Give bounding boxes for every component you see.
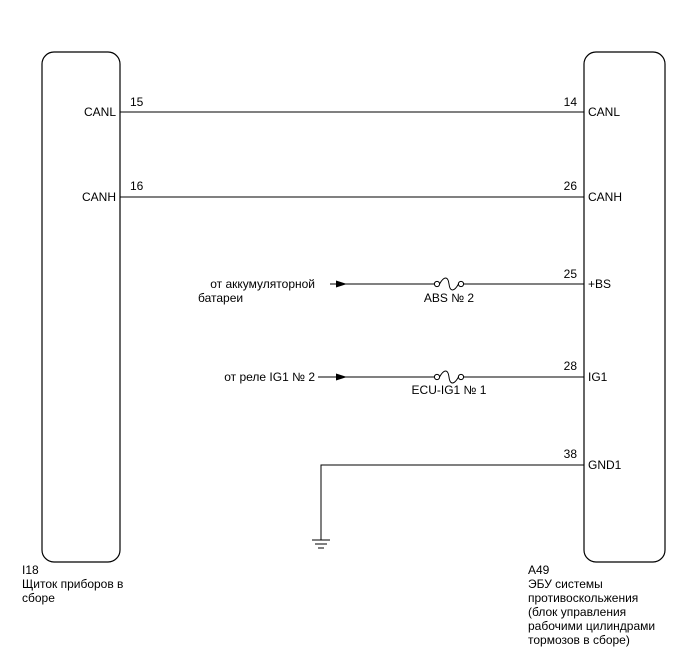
battery-arrow-icon xyxy=(336,280,347,288)
right-pin-ig1-label: IG1 xyxy=(588,370,608,384)
battery-source-label-line1: от аккумуляторной xyxy=(210,277,315,291)
right-pin-canh-label: CANH xyxy=(588,190,622,204)
right-component-code: A49 xyxy=(528,563,550,577)
left-component-code: I18 xyxy=(22,563,39,577)
right-pin-gnd1-number: 38 xyxy=(564,447,578,461)
right-pin-canl-label: CANL xyxy=(588,105,620,119)
fuse-abs-icon xyxy=(433,277,465,291)
ig1-relay-arrow-icon xyxy=(336,373,347,381)
right-component-name-line2: противоскольжения xyxy=(528,591,638,605)
gnd-wire xyxy=(320,464,584,540)
right-component-name-line1: ЭБУ системы xyxy=(528,577,603,591)
fuse-ecu-ig1-label: ECU-IG1 № 1 xyxy=(412,383,487,397)
left-component-name-line1: Щиток приборов в xyxy=(22,577,123,591)
left-pin-canh-label: CANH xyxy=(82,190,116,204)
right-component-box xyxy=(583,51,666,563)
right-component-name-line4: рабочими цилиндрами xyxy=(528,619,655,633)
ground-icon xyxy=(312,539,330,549)
left-pin-canl-label: CANL xyxy=(84,105,116,119)
right-pin-canh-number: 26 xyxy=(564,179,578,193)
ig1-relay-source-label: от реле IG1 № 2 xyxy=(224,370,315,384)
right-pin-bs-label: +BS xyxy=(588,277,611,291)
right-pin-ig1-number: 28 xyxy=(564,359,578,373)
left-component-name-line2: сборе xyxy=(22,591,55,605)
left-component-box xyxy=(41,51,121,563)
right-component-name-line5: тормозов в сборе) xyxy=(528,633,630,647)
fuse-ecu-ig1-icon xyxy=(433,370,465,384)
left-pin-canh-number: 16 xyxy=(130,179,144,193)
left-pin-canl-number: 15 xyxy=(130,95,144,109)
right-component-name-line3: (блок управления xyxy=(528,605,626,619)
right-pin-bs-number: 25 xyxy=(564,267,578,281)
right-pin-gnd1-label: GND1 xyxy=(588,458,622,472)
battery-source-label-line2: батареи xyxy=(198,291,243,305)
right-pin-canl-number: 14 xyxy=(564,95,578,109)
fuse-abs-label: ABS № 2 xyxy=(424,291,475,305)
